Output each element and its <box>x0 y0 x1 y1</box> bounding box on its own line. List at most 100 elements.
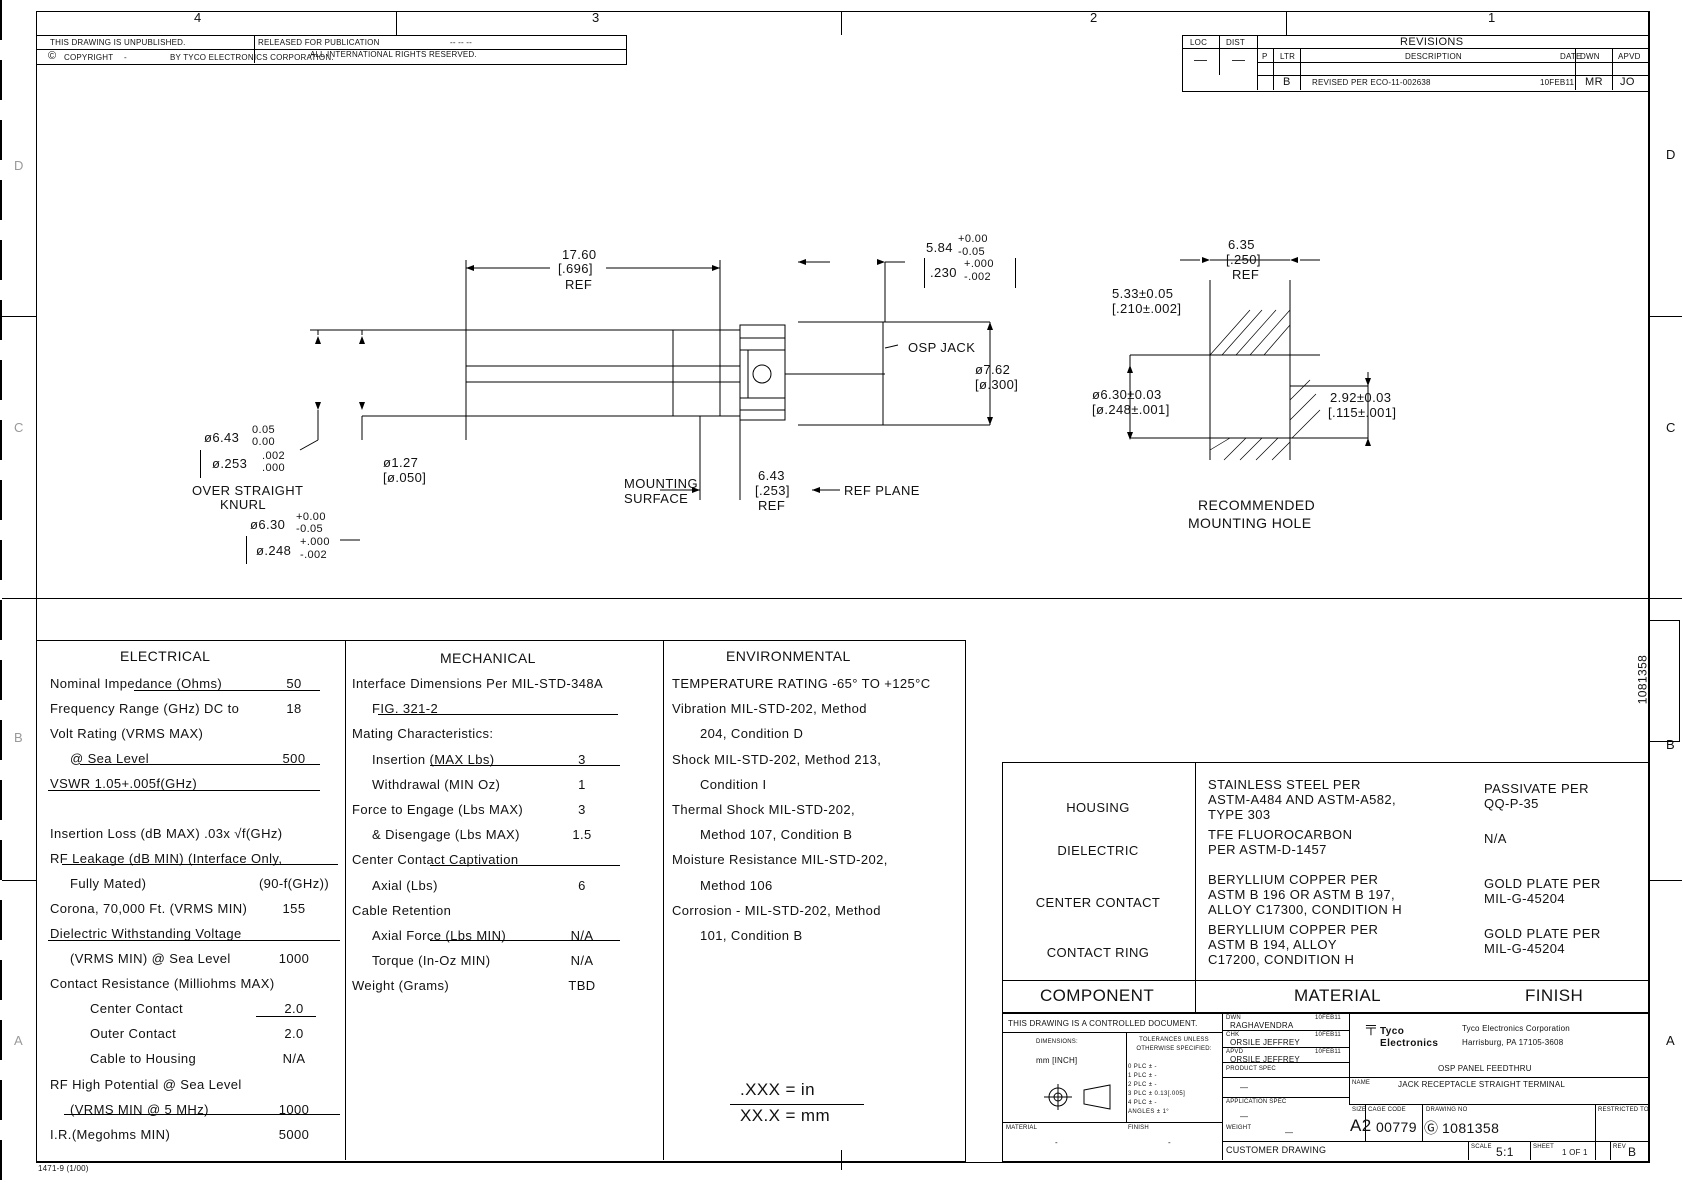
finish-line: N/A <box>1484 831 1507 846</box>
finish-line: MIL-G-45204 <box>1484 941 1565 956</box>
apvd-date: 10FEB11 <box>1315 1049 1341 1055</box>
component-name: CONTACT RING <box>1046 945 1150 960</box>
pin-dia-in: [ø.050] <box>383 470 427 485</box>
mechanical-spec-value: 3 <box>578 802 586 817</box>
material-line: PER ASTM-D-1457 <box>1208 842 1327 857</box>
rev-row-ltr: B <box>1283 76 1291 88</box>
rights-note: ALL INTERNATIONAL RIGHTS RESERVED. <box>310 50 477 59</box>
body-in-box <box>246 536 337 564</box>
dist-label: DIST <box>1226 38 1246 47</box>
tolerance-row: 0 PLC ± - <box>1128 1064 1157 1070</box>
company-address: Harrisburg, PA 17105-3608 <box>1462 1038 1564 1047</box>
revisions-title: REVISIONS <box>1400 36 1464 48</box>
part-name-line-2: JACK RECEPTACLE STRAIGHT TERMINAL <box>1398 1080 1566 1089</box>
osp-jack-label: OSP JACK <box>908 340 976 355</box>
hole-dia-in: [ø.248±.001] <box>1092 402 1170 417</box>
name-label: NAME <box>1352 1080 1371 1086</box>
hole-width-mm: 6.35 <box>1228 237 1255 252</box>
rev-header-ltr: LTR <box>1280 52 1296 61</box>
material-line: BERYLLIUM COPPER PER <box>1208 872 1379 887</box>
rev-header-description: DESCRIPTION <box>1405 52 1462 61</box>
material-value: - <box>1055 1138 1058 1147</box>
electrical-spec-label: (VRMS MIN @ 5 MHz) <box>70 1101 209 1117</box>
finish-line: GOLD PLATE PER <box>1484 876 1601 891</box>
tyco-logo-text-1: Tyco <box>1380 1026 1405 1037</box>
mechanical-title: MECHANICAL <box>440 650 536 666</box>
environmental-spec-line: Shock MIL-STD-202, Method 213, <box>672 751 882 767</box>
electrical-spec-label: Volt Rating (VRMS MAX) <box>50 726 204 742</box>
component-name: DIELECTRIC <box>1057 843 1139 858</box>
underline <box>430 940 620 941</box>
mechanical-spec-label: Insertion (MAX Lbs) <box>372 751 495 767</box>
environmental-title: ENVIRONMENTAL <box>726 648 851 664</box>
electrical-spec-label: Nominal Impedance (Ohms) <box>50 676 223 691</box>
length-dim-ref: REF <box>565 277 593 292</box>
electrical-spec-label: VSWR 1.05+.005f(GHz) <box>50 776 198 792</box>
dimensions-label: DIMENSIONS: <box>1036 1039 1078 1045</box>
tyco-logo-text-2: Electronics <box>1380 1038 1439 1049</box>
dist-value: — <box>1232 52 1246 67</box>
mechanical-spec-label: Center Contact Captivation <box>352 852 519 868</box>
thread-dim-mm-tol-hi: +0.00 <box>958 233 988 245</box>
electrical-spec-label: RF High Potential @ Sea Level <box>50 1076 242 1092</box>
body-tol-in-hi: +.000 <box>300 536 330 548</box>
customer-drawing-label: CUSTOMER DRAWING <box>1226 1145 1327 1155</box>
electrical-title: ELECTRICAL <box>120 648 211 664</box>
scan-margin <box>0 0 2 1190</box>
drawing-frame <box>36 11 1650 1163</box>
ref-plane-label: REF PLANE <box>844 483 920 498</box>
tyco-logo: ╤ Tyco Electronics <box>1366 1018 1446 1052</box>
knurl-tol-mm-lo: 0.00 <box>252 436 276 448</box>
knurl-dia-mm: ø6.43 <box>204 430 240 445</box>
mechanical-spec-value: 1 <box>578 776 586 792</box>
application-spec-label: APPLICATION SPEC <box>1226 1099 1287 1105</box>
materials-table <box>1002 762 1649 1014</box>
hole-side-in: [.115±.001] <box>1328 405 1397 420</box>
mechanical-spec-label: Torque (In-Oz MIN) <box>372 953 491 969</box>
hole-width-ref: REF <box>1232 267 1260 282</box>
knurl-dia-in: ø.253 <box>212 456 248 471</box>
electrical-spec-label: (VRMS MIN) @ Sea Level <box>70 951 231 966</box>
loc-label: LOC <box>1190 38 1208 47</box>
tolerances-label: TOLERANCES UNLESS OTHERWISE SPECIFIED: <box>1136 1037 1212 1052</box>
underline <box>48 790 320 791</box>
size-label: SIZE <box>1352 1107 1367 1113</box>
body-tol-mm-hi: +0.00 <box>296 511 326 523</box>
component-header: COMPONENT <box>1040 986 1155 1005</box>
zone-label-left-a: A <box>14 1033 24 1048</box>
tolerance-row: 1 PLC ± - <box>1128 1073 1157 1079</box>
application-spec-value: — <box>1240 1112 1249 1121</box>
copyright-label: COPYRIGHT <box>64 53 114 62</box>
finish-line: QQ-P-35 <box>1484 796 1539 811</box>
finish-line: GOLD PLATE PER <box>1484 926 1601 941</box>
mechanical-spec-label: Interface Dimensions Per MIL-STD-348A <box>352 676 604 691</box>
dwn-date: 10FEB11 <box>1315 1015 1341 1021</box>
tyco-logo-icon: ╤ <box>1366 1018 1376 1034</box>
electrical-spec-value: 2.0 <box>284 1001 304 1017</box>
copyright-year: - <box>124 53 127 62</box>
units-note-mm: XX.X = mm <box>740 1106 831 1125</box>
electrical-spec-label: Dielectric Withstanding Voltage <box>50 925 242 941</box>
chk-label: CHK <box>1226 1032 1240 1038</box>
body-tol-in-lo: -.002 <box>300 549 328 561</box>
mounting-hole-title-2: MOUNTING HOLE <box>1188 515 1312 531</box>
zone-label-right-a: A <box>1666 1033 1676 1048</box>
zone-label-left-c: C <box>14 420 24 435</box>
thread-dim-mm-tol-lo: -0.05 <box>958 246 986 258</box>
material-header: MATERIAL <box>1294 986 1381 1005</box>
mechanical-spec-label: Force to Engage (Lbs MAX) <box>352 802 524 817</box>
tolerance-row: 2 PLC ± - <box>1128 1082 1157 1088</box>
material-line: ALLOY C17300, CONDITION H <box>1208 902 1402 917</box>
copyright-owner: BY TYCO ELECTRONICS CORPORATION. <box>170 53 334 62</box>
material-line: ASTM B 194, ALLOY <box>1208 937 1337 952</box>
thread-dim-in-tol-hi: +.000 <box>964 258 994 270</box>
mechanical-spec-label: & Disengage (Lbs MAX) <box>372 827 520 843</box>
knurl-tol-in-hi: .002 <box>262 450 286 462</box>
mounting-surface-label-1: MOUNTING <box>624 476 698 491</box>
scale-label: SCALE <box>1471 1144 1492 1150</box>
zone-label-top-4: 4 <box>194 10 202 25</box>
rev-header-apvd: APVD <box>1618 52 1641 61</box>
electrical-spec-value: 1000 <box>278 1101 310 1117</box>
electrical-spec-label: I.R.(Megohms MIN) <box>50 1126 171 1142</box>
underline <box>80 764 320 765</box>
